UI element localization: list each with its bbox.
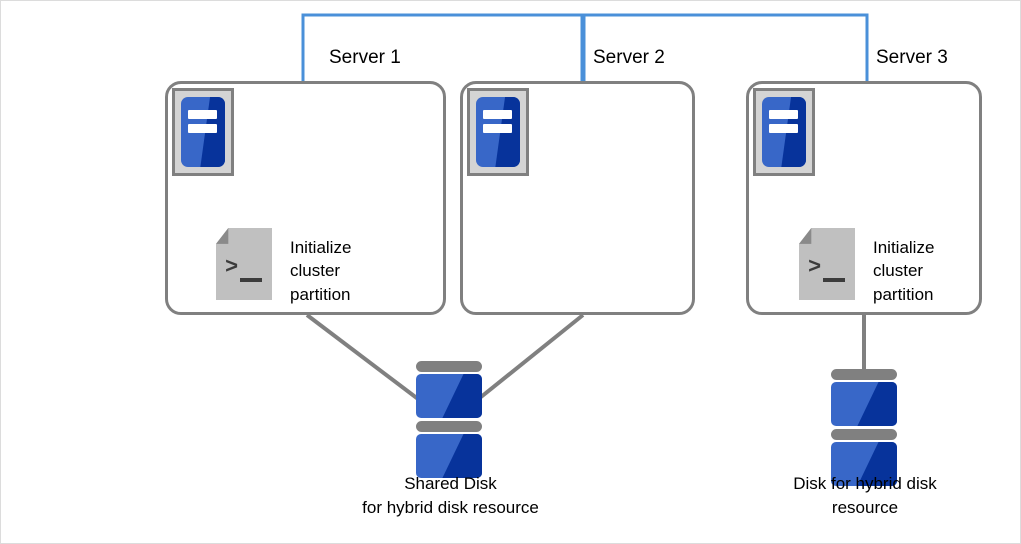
server-box-1[interactable]: > Initialize cluster partition bbox=[165, 81, 446, 315]
script-icon: > bbox=[216, 228, 272, 300]
shared-disk-icon[interactable] bbox=[416, 361, 482, 478]
server-box-2[interactable] bbox=[460, 81, 695, 315]
server-box-3[interactable]: > Initialize cluster partition bbox=[746, 81, 982, 315]
script-icon: > bbox=[799, 228, 855, 300]
server-label-2: Server 2 bbox=[593, 47, 665, 68]
hybrid-disk-icon[interactable] bbox=[831, 369, 897, 486]
server-label-3: Server 3 bbox=[876, 47, 948, 68]
server-icon bbox=[172, 88, 234, 176]
script-prompt-glyph: > bbox=[808, 255, 821, 280]
server-icon bbox=[753, 88, 815, 176]
script-underscore-glyph bbox=[240, 278, 262, 282]
server-icon bbox=[467, 88, 529, 176]
server-1-action-caption: Initialize cluster partition bbox=[290, 238, 352, 304]
connector-server2-to-shared-disk bbox=[469, 313, 585, 407]
server-label-1: Server 1 bbox=[329, 47, 401, 68]
server-3-action-caption: Initialize cluster partition bbox=[873, 238, 935, 304]
script-prompt-glyph: > bbox=[225, 255, 238, 280]
hybrid-disk-caption: Disk for hybrid disk resource bbox=[793, 474, 937, 518]
script-underscore-glyph bbox=[823, 278, 845, 282]
connector-server1-to-shared-disk bbox=[305, 313, 428, 407]
shared-disk-caption: Shared Disk for hybrid disk resource bbox=[362, 474, 539, 518]
